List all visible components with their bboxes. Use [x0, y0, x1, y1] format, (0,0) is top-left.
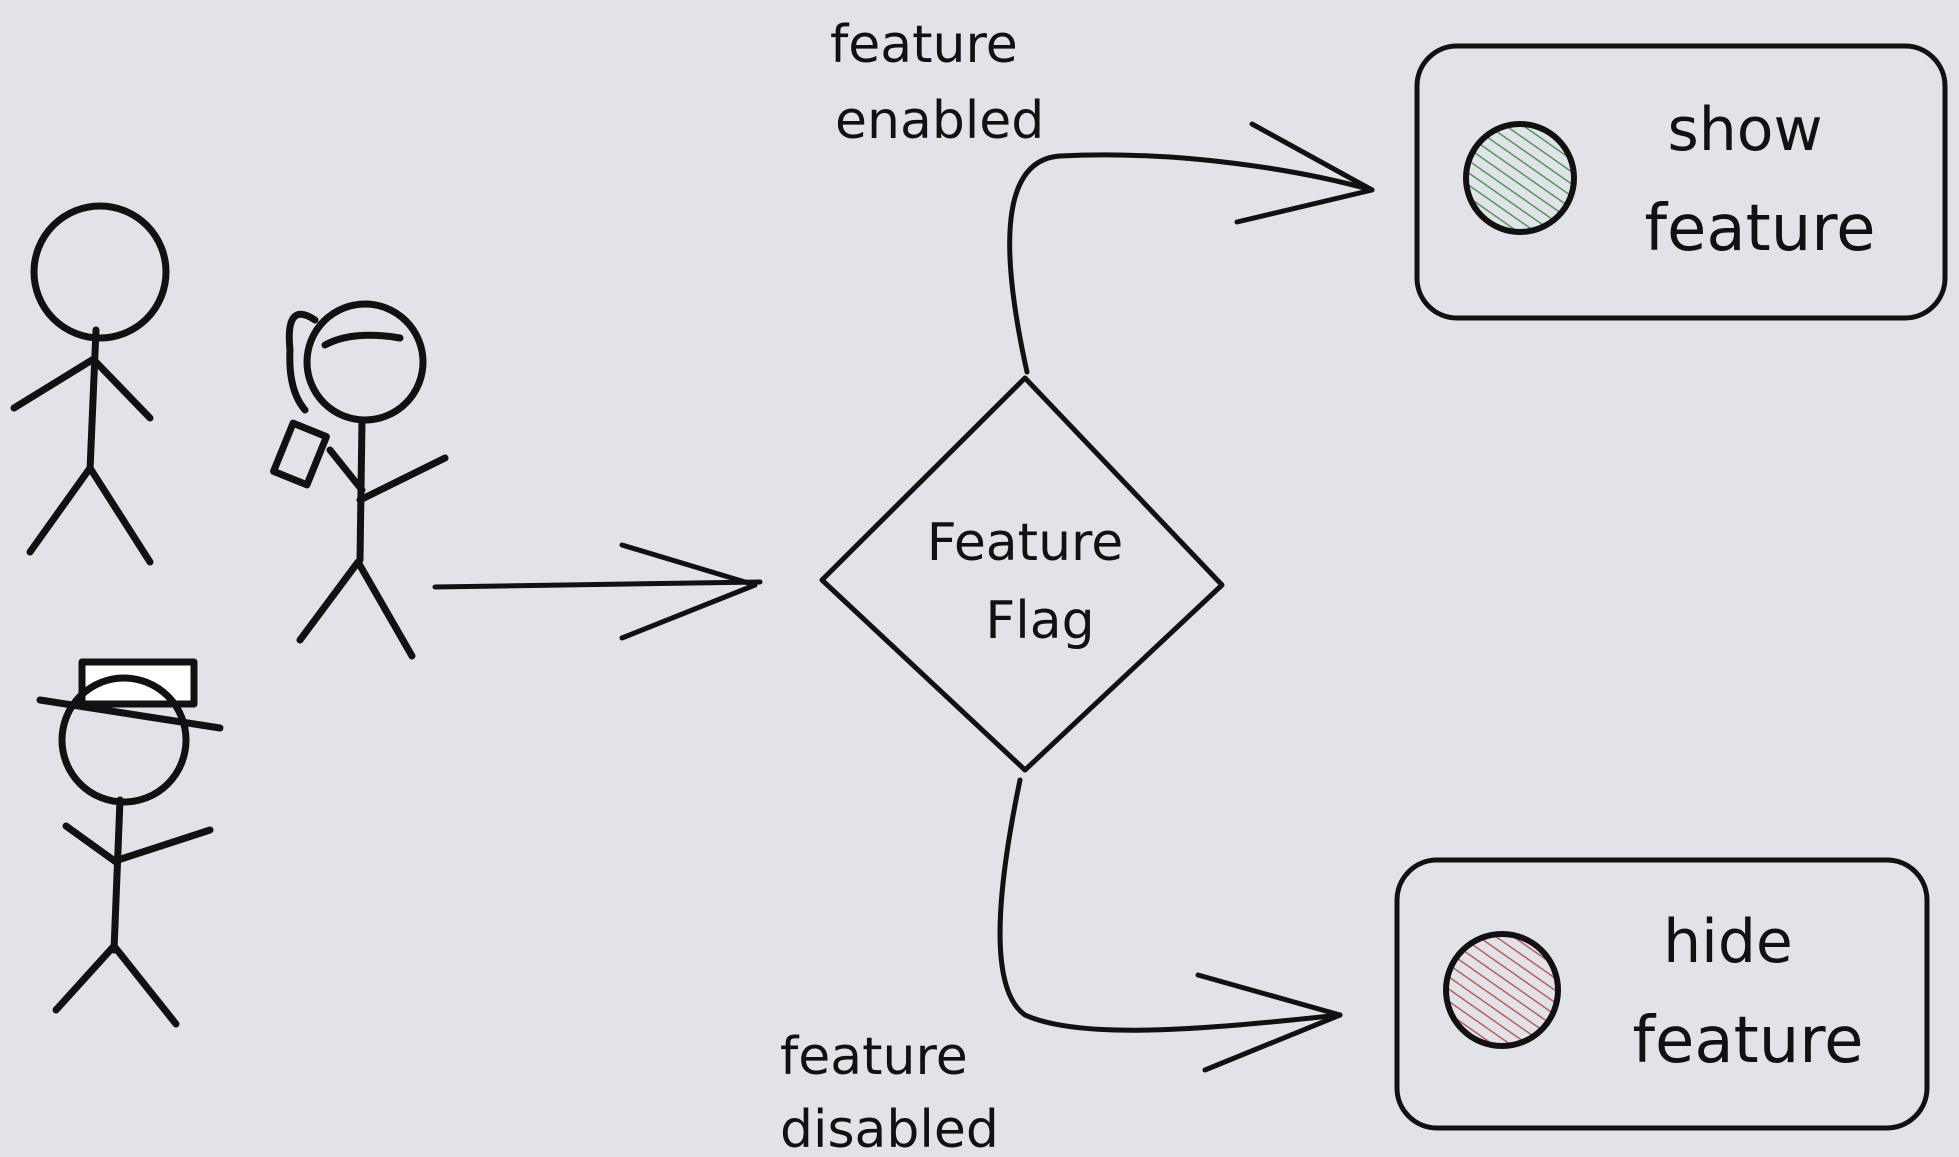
arrow-flag-to-show	[1007, 121, 1375, 375]
decision-label-line2: Flag	[985, 591, 1094, 651]
branch-disabled-line2: disabled	[780, 1100, 999, 1157]
status-indicator-green	[1463, 121, 1577, 235]
hide-label-line2: feature	[1632, 1004, 1863, 1078]
branch-enabled-line1: feature	[830, 15, 1018, 75]
feature-flag-decision: Feature Flag	[819, 375, 1225, 773]
status-indicator-red	[1443, 931, 1561, 1049]
decision-label-line1: Feature	[927, 513, 1124, 573]
arrow-users-to-flag	[432, 542, 763, 641]
outcome-show-feature: show feature	[1414, 43, 1948, 321]
outcome-hide-feature: hide feature	[1394, 857, 1930, 1131]
show-label-line1: show	[1667, 95, 1822, 165]
arrow-flag-to-hide	[997, 777, 1343, 1073]
hide-label-line1: hide	[1663, 907, 1793, 977]
user-figure-3	[36, 658, 224, 1028]
show-label-line2: feature	[1644, 192, 1875, 266]
branch-disabled-line1: feature	[780, 1027, 968, 1087]
branch-enabled-line2: enabled	[835, 91, 1044, 151]
user-figure-2	[270, 300, 449, 660]
user-figure-1	[10, 202, 170, 566]
